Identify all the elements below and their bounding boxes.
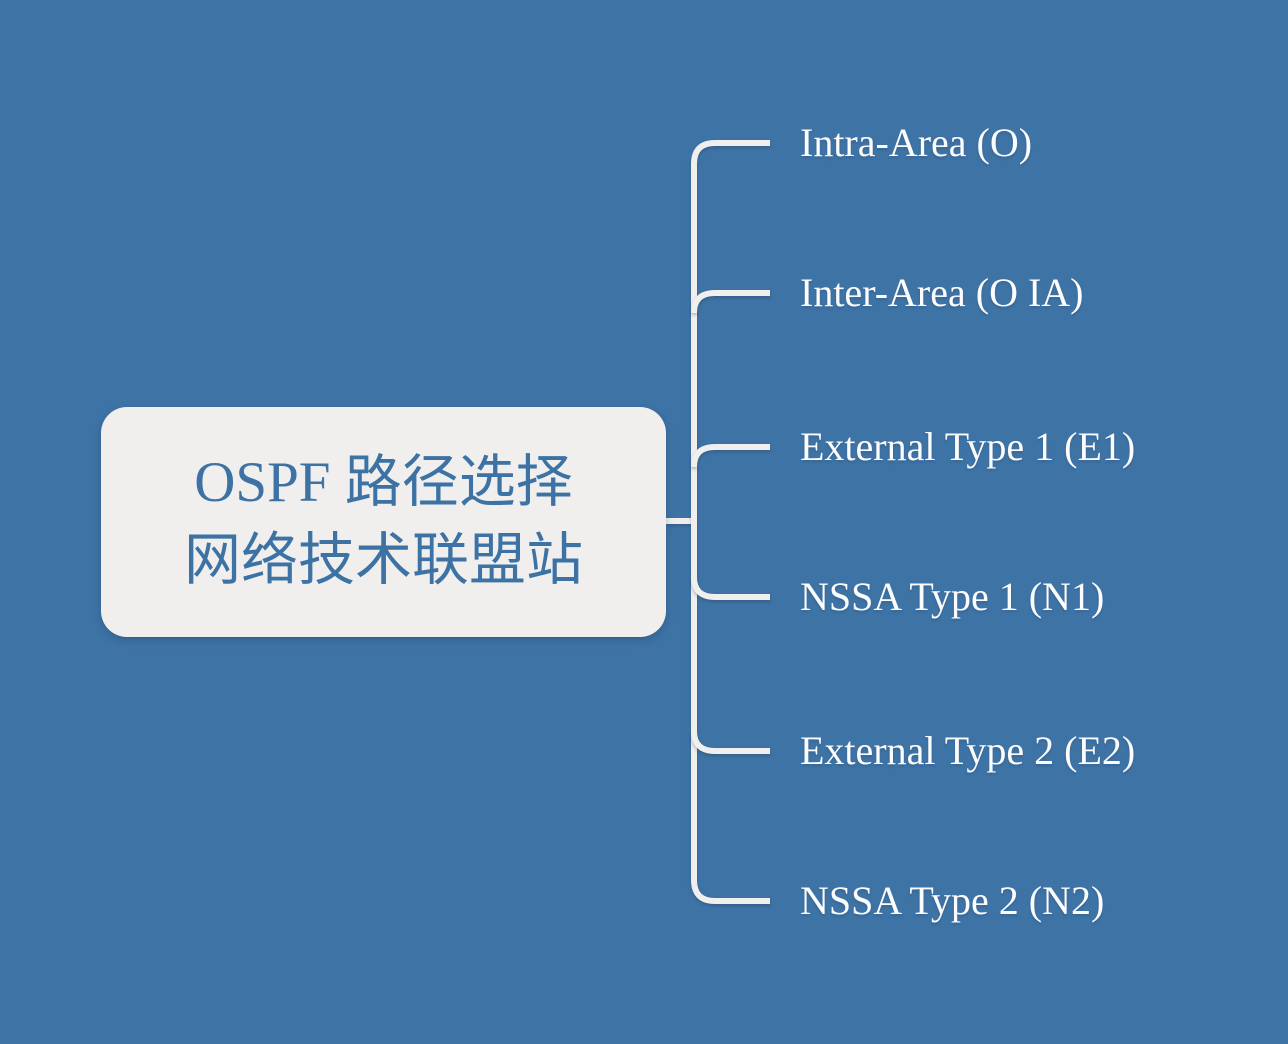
mindmap-root-node[interactable]: OSPF 路径选择 网络技术联盟站 <box>101 407 666 637</box>
branch-label-inter-area[interactable]: Inter-Area (O IA) <box>800 270 1084 315</box>
root-node-title-line-2: 网络技术联盟站 <box>184 529 583 592</box>
branch-label-external-type-2[interactable]: External Type 2 (E2) <box>800 728 1136 773</box>
connector-branch-external-type-2 <box>691 730 770 754</box>
connector-branch-external-type-1 <box>691 444 770 468</box>
branch-label-external-type-1[interactable]: External Type 1 (E1) <box>800 424 1136 469</box>
branch-label-nssa-type-2[interactable]: NSSA Type 2 (N2) <box>800 878 1105 923</box>
connector-trunk <box>691 140 770 904</box>
branch-label-intra-area[interactable]: Intra-Area (O) <box>800 120 1033 165</box>
root-node-title-line-1: OSPF 路径选择 <box>194 451 573 514</box>
connector-branch-inter-area <box>691 290 770 314</box>
connector-branch-nssa-type-1 <box>691 576 770 600</box>
branch-label-nssa-type-1[interactable]: NSSA Type 1 (N1) <box>800 574 1105 619</box>
